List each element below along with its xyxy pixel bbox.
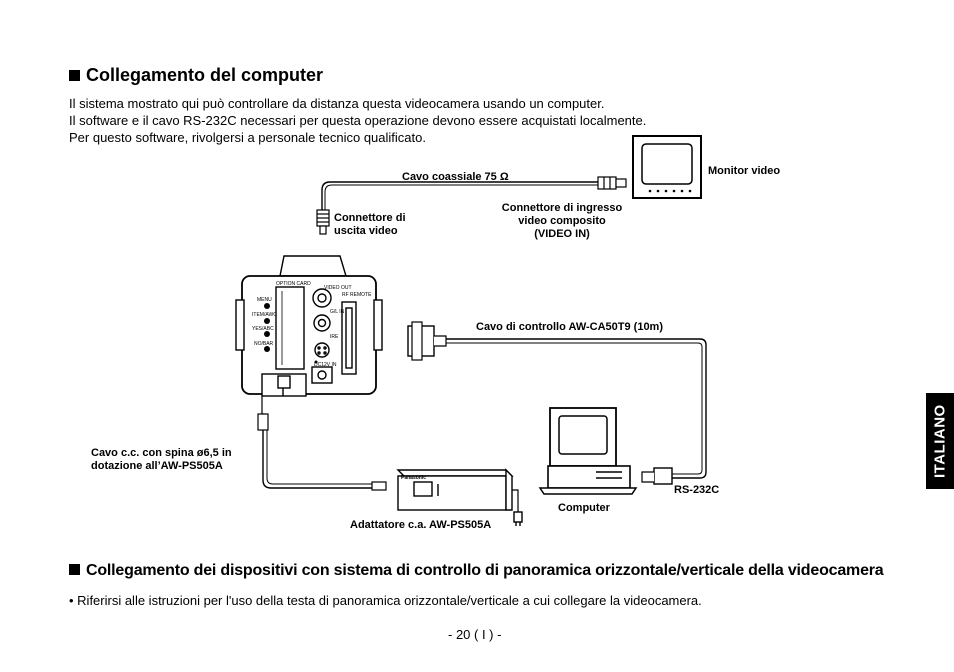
section-title-pan-tilt: Collegamento dei dispositivi con sistema…: [69, 562, 884, 580]
computer-icon: [538, 407, 638, 495]
page-number: - 20 ( I ) -: [448, 627, 502, 642]
intro-paragraph: Il sistema mostrato qui può controllare …: [69, 95, 789, 146]
language-tab: ITALIANO: [926, 393, 954, 489]
label-gl-in: G/L IN: [330, 309, 345, 315]
label-video-in-connector: Connettore di ingresso video composito (…: [501, 202, 623, 240]
adapter-brand: Panasonic: [401, 475, 426, 481]
label-yes-abc: YES/ABC: [252, 326, 274, 332]
monitor-icon: [632, 135, 702, 199]
control-cable: [446, 338, 707, 479]
intro-line: Per questo software, rivolgersi a person…: [69, 130, 426, 145]
label-dc-in: DC12V IN: [314, 362, 337, 368]
label-dc-cable: Cavo c.c. con spina ø6,5 in dotazione al…: [91, 447, 232, 472]
label-control-cable: Cavo di controllo AW-CA50T9 (10m): [476, 321, 664, 333]
label-rs232c: RS-232C: [674, 484, 720, 496]
label-ire: IRE: [330, 334, 339, 340]
label-rf-remote: RF REMOTE: [342, 292, 372, 298]
label-video-out-connector: Connettore di uscita video: [334, 212, 406, 237]
camera-icon: [235, 255, 383, 397]
label-option-card: OPTION CARD: [276, 281, 311, 287]
intro-line: Il sistema mostrato qui può controllare …: [69, 96, 605, 111]
intro-line: Il software e il cavo RS-232C necessari …: [69, 113, 647, 128]
square-bullet-icon: [69, 70, 80, 81]
label-adapter: Adattatore c.a. AW-PS505A: [350, 519, 492, 531]
label-computer: Computer: [558, 502, 610, 514]
pan-tilt-note: • Riferirsi alle istruzioni per l'uso de…: [69, 593, 702, 608]
label-coax-cable: Cavo coassiale 75 Ω: [402, 171, 509, 183]
bnc-video-in-icon: [597, 176, 617, 190]
label-menu: MENU: [257, 297, 272, 303]
adapter-icon: [396, 468, 523, 526]
label-item-awc: ITEM/AWC: [252, 312, 277, 318]
section-title-computer: Collegamento del computer: [69, 65, 323, 86]
label-video-out: VIDEO OUT: [324, 285, 352, 291]
label-monitor: Monitor video: [708, 165, 781, 177]
square-bullet-icon: [69, 564, 80, 575]
label-no-bar: NO/BAR: [254, 341, 274, 347]
coax-cable: [321, 181, 598, 210]
